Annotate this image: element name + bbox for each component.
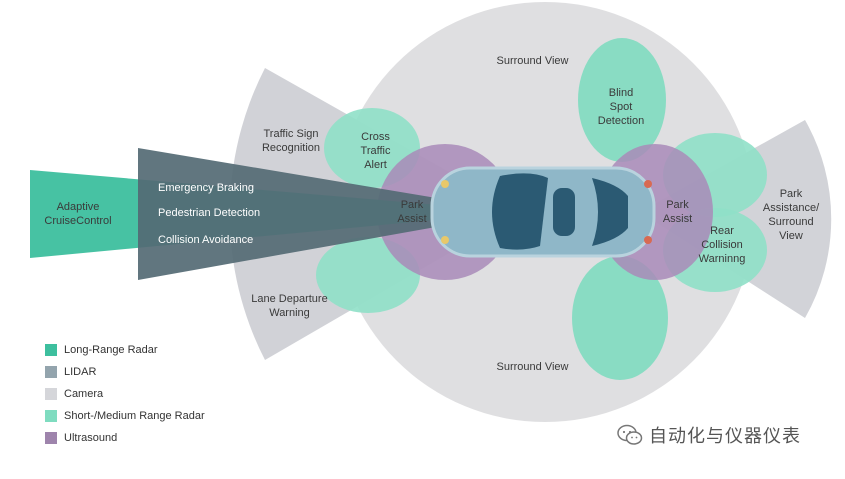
watermark-text: 自动化与仪器仪表 [649,426,801,446]
legend-item-lidar: LIDAR [45,361,205,383]
car-icon [430,166,656,258]
park-assist-front-label: Park Assist [397,199,427,225]
legend-label: Ultrasound [64,432,118,444]
legend-swatch [45,388,57,400]
legend-swatch [45,410,57,422]
blind-spot-lobe-top [578,38,666,162]
legend-label: Camera [64,388,104,400]
legend-swatch [45,432,57,444]
park-assistance-surround-label: Park Assistance/ Surround View [762,188,820,242]
legend-label: LIDAR [64,366,97,378]
blind-spot-label: Blind Spot Detection [597,87,645,127]
blind-spot-lobe-bottom [572,256,668,380]
wechat-icon [617,424,643,445]
cross-traffic-label: Cross Traffic Alert [360,131,391,171]
rear-collision-label: Rear Collision Warninng [698,225,746,265]
legend-swatch [45,366,57,378]
adaptive-cruise-label: Adaptive CruiseControl [44,201,112,227]
surround-view-bottom-label: Surround View [496,361,569,373]
lane-departure-label: Lane Departure Warning [251,293,328,319]
emergency-braking-label: Emergency Braking [158,182,254,194]
legend-item-camera: Camera [45,383,205,405]
legend: Long-Range Radar LIDAR Camera Short-/Med… [45,339,205,449]
legend-item-short-medium-radar: Short-/Medium Range Radar [45,405,205,427]
watermark: 自动化与仪器仪表 [617,422,801,448]
park-assist-rear-label: Park Assist [662,199,693,225]
traffic-sign-label: Traffic Sign Recognition [261,128,321,154]
legend-label: Short-/Medium Range Radar [64,410,205,422]
legend-label: Long-Range Radar [64,344,158,356]
surround-view-top-label: Surround View [496,55,569,67]
collision-avoidance-label: Collision Avoidance [158,234,254,246]
lidar-beam [138,148,520,280]
legend-item-long-range-radar: Long-Range Radar [45,339,205,361]
legend-item-ultrasound: Ultrasound [45,427,205,449]
legend-swatch [45,344,57,356]
pedestrian-detection-label: Pedestrian Detection [158,207,261,219]
